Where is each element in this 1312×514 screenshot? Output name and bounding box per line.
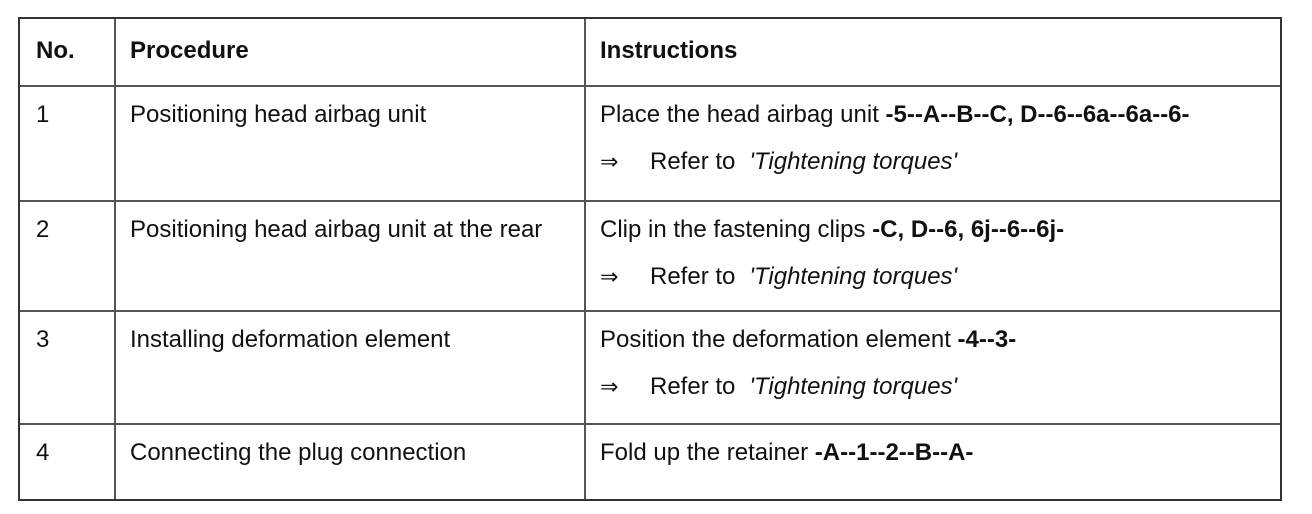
row-1-ref-prefix: Refer to <box>650 148 736 175</box>
row-1-instruction-ids: -5--A--B--C, D--6--6a--6a--6- <box>885 101 1190 128</box>
row-3-reference[interactable]: ⇒ Refer to 'Tightening torques' <box>600 371 1266 402</box>
row-2-instruction-text: Clip in the fastening clips <box>600 216 866 243</box>
row-3-instruction-text: Position the deformation element <box>600 326 951 353</box>
row-3-procedure: Installing deformation element <box>116 312 586 425</box>
row-4-instruction-text: Fold up the retainer <box>600 439 809 466</box>
header-instructions: Instructions <box>586 19 1280 87</box>
row-3-ref-prefix: Refer to <box>650 373 736 400</box>
row-4-procedure: Connecting the plug connection <box>116 425 586 499</box>
row-2-ref-link[interactable]: 'Tightening torques' <box>749 263 958 290</box>
row-1-instruction-line: Place the head airbag unit -5--A--B--C, … <box>600 99 1266 130</box>
row-2-ref-prefix: Refer to <box>650 263 736 290</box>
row-2-no: 2 <box>20 202 116 312</box>
row-1-reference[interactable]: ⇒ Refer to 'Tightening torques' <box>600 146 1266 177</box>
row-2-reference[interactable]: ⇒ Refer to 'Tightening torques' <box>600 261 1266 292</box>
row-2-instruction-line: Clip in the fastening clips -C, D--6, 6j… <box>600 214 1266 245</box>
arrow-right-icon: ⇒ <box>600 264 619 289</box>
row-3-no: 3 <box>20 312 116 425</box>
arrow-right-icon: ⇒ <box>600 374 619 399</box>
row-1-no: 1 <box>20 87 116 202</box>
row-4-no: 4 <box>20 425 116 499</box>
row-2-procedure: Positioning head airbag unit at the rear <box>116 202 586 312</box>
arrow-right-icon: ⇒ <box>600 149 619 174</box>
row-1-instruction-text: Place the head airbag unit <box>600 101 879 128</box>
row-3-instructions: Position the deformation element -4--3- … <box>586 312 1280 425</box>
procedure-table: No. Procedure Instructions 1 Positioning… <box>18 17 1282 501</box>
row-1-procedure: Positioning head airbag unit <box>116 87 586 202</box>
header-no: No. <box>20 19 116 87</box>
row-1-ref-link[interactable]: 'Tightening torques' <box>749 148 958 175</box>
row-2-instruction-ids: -C, D--6, 6j--6--6j- <box>872 216 1065 243</box>
row-3-instruction-ids: -4--3- <box>957 326 1017 353</box>
row-3-instruction-line: Position the deformation element -4--3- <box>600 324 1266 355</box>
header-procedure: Procedure <box>116 19 586 87</box>
row-3-ref-link[interactable]: 'Tightening torques' <box>749 373 958 400</box>
row-4-instruction-ids: -A--1--2--B--A- <box>814 439 974 466</box>
row-4-instructions: Fold up the retainer -A--1--2--B--A- <box>586 425 1280 499</box>
row-2-instructions: Clip in the fastening clips -C, D--6, 6j… <box>586 202 1280 312</box>
row-4-instruction-line: Fold up the retainer -A--1--2--B--A- <box>600 437 1266 468</box>
row-1-instructions: Place the head airbag unit -5--A--B--C, … <box>586 87 1280 202</box>
